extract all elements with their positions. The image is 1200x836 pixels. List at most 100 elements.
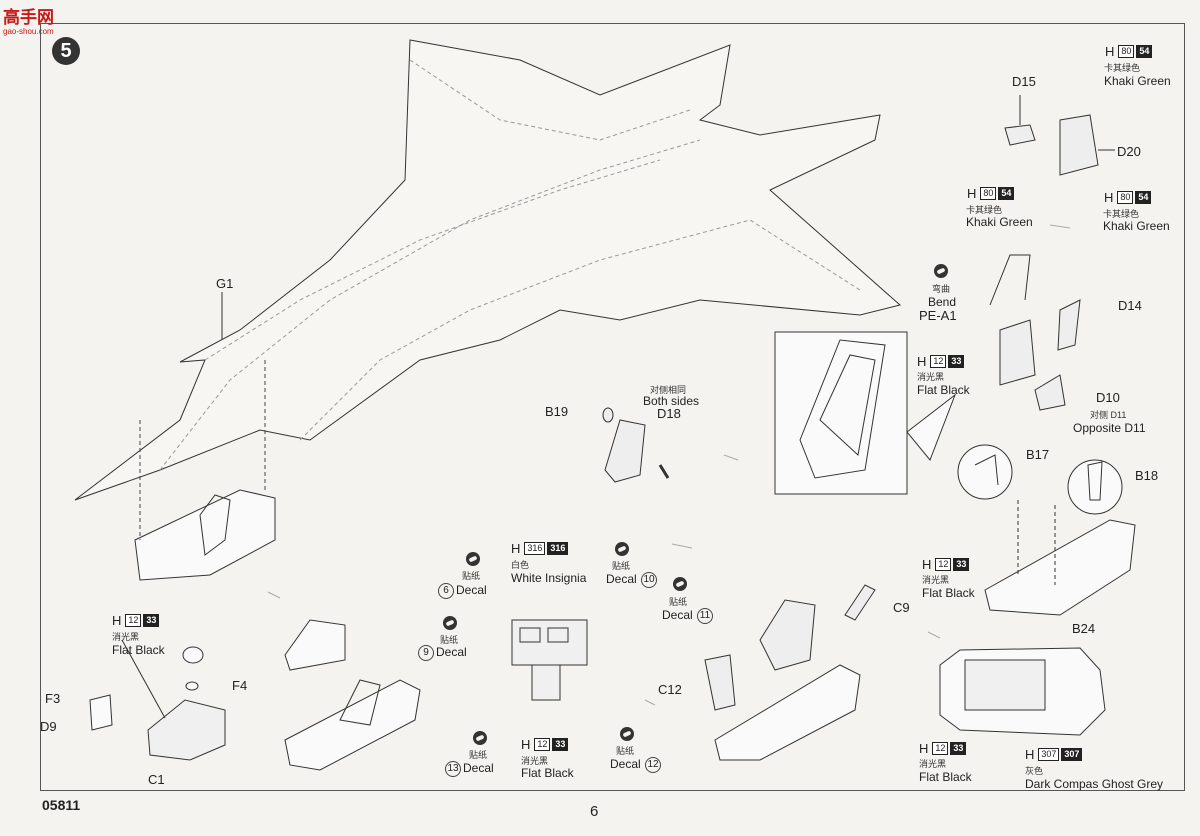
paint-name-en: Flat Black: [521, 766, 574, 780]
part-c12: [704, 654, 736, 711]
paint-name-cn: 白色: [511, 560, 530, 570]
decal-label-en: Decal: [662, 608, 693, 622]
decal-label-cn: 贴纸: [669, 597, 688, 607]
part-b24-tub: [984, 519, 1136, 616]
decal-label-cn: 贴纸: [616, 746, 635, 756]
both-sides-cn: 对侧相同: [650, 385, 687, 395]
decal-number: 9: [418, 645, 434, 661]
paint-name-cn: 卡其绿色: [966, 205, 1003, 215]
decal-icon: [615, 542, 629, 556]
paint-name-cn: 消光黑: [919, 759, 947, 769]
bend-note-cn: 弯曲: [932, 284, 951, 294]
part-label-d18: D18: [657, 406, 681, 421]
paint-name-cn: 消光黑: [922, 575, 950, 585]
part-label-d20: D20: [1117, 144, 1141, 159]
decal-label-cn: 贴纸: [440, 635, 459, 645]
part-label-d10: D10: [1096, 390, 1120, 405]
decal-icon: [466, 552, 480, 566]
b18-detail-circle: [1067, 459, 1123, 515]
part-label-pe-a1: PE-A1: [919, 308, 957, 323]
watermark-logo: 高手网: [3, 8, 54, 27]
page-number: 6: [590, 803, 599, 820]
seat-detail-inset: [774, 331, 908, 495]
step-number-badge: 5: [52, 37, 80, 65]
tub-lower-center: [284, 679, 421, 771]
part-d20: [1059, 114, 1099, 176]
part-label-d14: D14: [1118, 298, 1142, 313]
paint-name-cn: 消光黑: [521, 756, 549, 766]
paint-name-en: Khaki Green: [1104, 74, 1171, 88]
decal-icon: [473, 731, 487, 745]
airframe-panel-line: [159, 139, 701, 471]
decal-number: 11: [697, 608, 713, 624]
decal-number: 13: [445, 761, 461, 777]
decal-number: 10: [641, 572, 657, 588]
part-label-d9: D9: [40, 719, 57, 734]
both-sides-en: Both sides: [643, 394, 700, 408]
part-label-c12: C12: [658, 682, 682, 697]
part-c9: [844, 584, 876, 621]
part-d10: [1034, 374, 1066, 411]
paint-name-cn: 卡其绿色: [1103, 209, 1140, 219]
airframe-outline: [74, 39, 902, 501]
part-label-b18: B18: [1135, 468, 1159, 483]
paint-name-en: Flat Black: [919, 770, 972, 784]
paint-name-en: Flat Black: [112, 643, 165, 657]
airframe-panel-line: [299, 219, 861, 441]
decal-label-en: Decal: [610, 757, 641, 771]
part-label-b17: B17: [1026, 447, 1050, 462]
airframe-panel-line: [204, 159, 661, 361]
bend-icon: [934, 264, 948, 278]
part-label-b19: B19: [545, 404, 569, 419]
part-d15: [1004, 124, 1036, 146]
decal-number: 6: [438, 583, 454, 599]
kit-code: 05811: [42, 797, 81, 813]
part-label-c1: C1: [148, 772, 165, 787]
part-c1: [147, 699, 226, 761]
seat-in-tub: [199, 494, 231, 556]
decal-label-cn: 贴纸: [462, 571, 481, 581]
middle-seat: [604, 419, 646, 483]
seat-detail-drawing: [799, 339, 886, 479]
decal-number: 12: [645, 757, 661, 773]
seat-assembly-right: [999, 319, 1036, 386]
watermark-url: gao-shou.com: [3, 27, 54, 36]
paint-name-en: Khaki Green: [1103, 219, 1170, 233]
seat-assembly-c9: [759, 599, 816, 671]
opposite-note-cn: 对侧 D11: [1090, 410, 1127, 420]
decal-icon: [620, 727, 634, 741]
paint-name-cn: 消光黑: [112, 632, 140, 642]
decal-label-en: Decal: [606, 572, 637, 586]
paint-name-en: Dark Compas Ghost Grey: [1025, 777, 1164, 791]
decal-icon: [673, 577, 687, 591]
cockpit-tub: [134, 489, 276, 581]
b17-detail-circle: [957, 444, 1013, 500]
opposite-note-en: Opposite D11: [1073, 421, 1146, 435]
part-label-b24: B24: [1072, 621, 1096, 636]
decal-icon: [443, 616, 457, 630]
decal-label-en: Decal: [456, 583, 487, 597]
part-label-g1: G1: [216, 276, 234, 291]
coaming: [284, 619, 346, 671]
part-label-c9: C9: [893, 600, 910, 615]
part-f3: [89, 694, 113, 731]
decal-label-cn: 贴纸: [612, 561, 631, 571]
part-label-f3: F3: [45, 691, 61, 706]
paint-name-cn: 灰色: [1025, 766, 1044, 776]
part-d14: [1057, 299, 1081, 351]
paint-name-en: Flat Black: [922, 586, 975, 600]
bend-note-en: Bend: [928, 295, 957, 309]
paint-name-cn: 卡其绿色: [1104, 63, 1141, 73]
decal-label-cn: 贴纸: [469, 750, 488, 760]
